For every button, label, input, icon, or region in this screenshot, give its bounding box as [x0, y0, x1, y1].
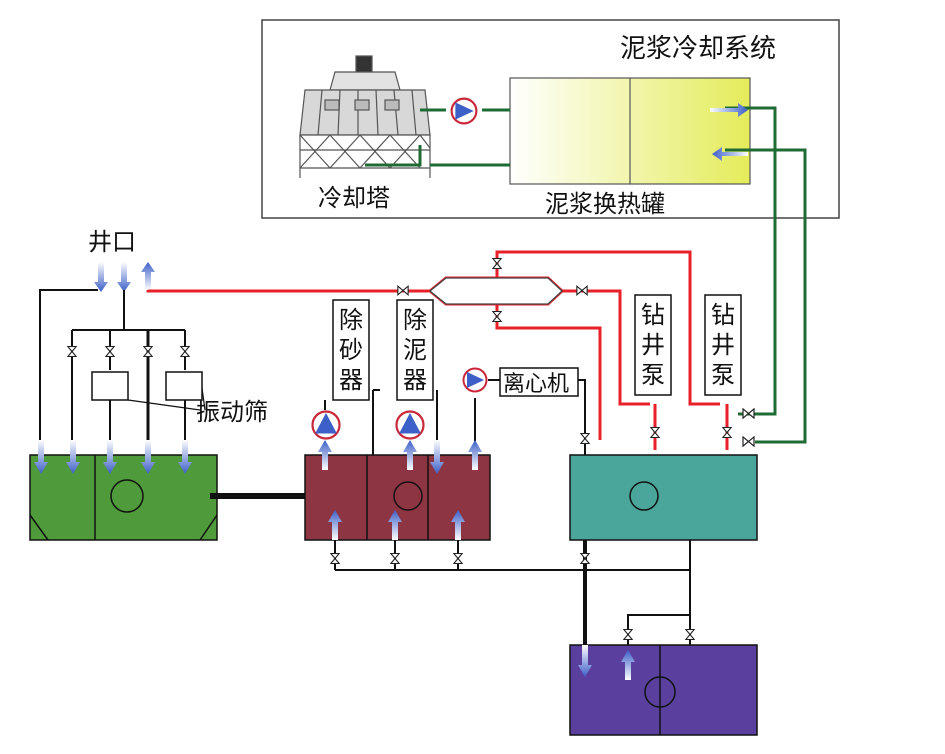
desilter-label-1: 除 [403, 306, 427, 334]
valve-icon [580, 552, 590, 565]
mud-pump-2-label-1: 钻 [711, 301, 735, 329]
flow-arrow-icon [94, 262, 108, 292]
manifold [428, 277, 563, 305]
mud-pump-2-label-3: 泵 [711, 361, 735, 389]
centrifuge-pump-icon [462, 367, 488, 393]
valve-icon [623, 628, 633, 641]
flow-arrows [578, 645, 635, 680]
mud-pump-2-label-2: 井 [711, 331, 735, 359]
desilter-label-3: 器 [403, 366, 427, 394]
mud-pump-1-label-1: 钻 [641, 301, 665, 329]
valve-icon [580, 432, 590, 445]
settling-tank-green [29, 454, 218, 541]
flow-arrow-icon [712, 147, 748, 161]
agitator-icon [110, 479, 144, 513]
mud-pump-1-label-3: 泵 [641, 361, 665, 389]
agitator-icon [629, 481, 659, 511]
suction-tank-teal [569, 454, 758, 541]
cooling-tower-label: 冷却塔 [318, 184, 390, 212]
agitator-icon [644, 676, 676, 708]
cooling-water-pump-icon [450, 97, 478, 125]
valve-icon [105, 345, 115, 358]
valve-icon [685, 628, 695, 641]
valve-icon [742, 408, 755, 419]
mud-pump-1-label-2: 井 [641, 331, 665, 359]
cooling-tower-icon [299, 55, 431, 178]
reserve-tank-purple [569, 644, 758, 736]
valve-icon [576, 285, 588, 296]
shaker-unit [91, 371, 129, 401]
desander-pump-icon [311, 410, 341, 440]
valve-icon [722, 426, 732, 439]
cooling-water-pipes [365, 106, 807, 444]
valve-icon [397, 285, 409, 296]
flow-arrow-icon [117, 262, 131, 292]
desilter-box [396, 299, 434, 401]
wellhead-label: 井口 [88, 228, 136, 256]
shaker-label: 振动筛 [196, 398, 268, 426]
mud-pump-1-box [634, 294, 672, 396]
valve-icon [330, 552, 340, 565]
desander-label-2: 砂 [339, 336, 363, 364]
valve-icon [492, 257, 502, 270]
valve-icon [742, 436, 755, 447]
shaker-unit [165, 371, 203, 401]
valve-icon [180, 345, 190, 358]
desander-label-3: 器 [339, 366, 363, 394]
centrifuge-label: 离心机 [503, 372, 569, 397]
valve-icon [67, 345, 77, 358]
desander-label-1: 除 [339, 306, 363, 334]
desander-box [332, 299, 370, 401]
cooling-system-title: 泥浆冷却系统 [620, 34, 776, 64]
valve-icon [390, 552, 400, 565]
valve-icon [650, 426, 660, 439]
valve-icon [453, 552, 463, 565]
flow-arrow-icon [710, 103, 748, 117]
mud-pump-2-box [704, 294, 742, 396]
desilter-pump-icon [395, 410, 425, 440]
agitator-icon [393, 481, 423, 511]
desilter-label-2: 泥 [403, 336, 427, 364]
flow-arrows [318, 440, 482, 540]
heat-exchanger-label: 泥浆换热罐 [545, 190, 665, 218]
centrifuge-box [499, 367, 579, 397]
flow-arrow-icon [141, 262, 155, 290]
flow-arrows [34, 440, 192, 474]
valve-icon [492, 310, 502, 323]
valve-icon [143, 345, 153, 358]
